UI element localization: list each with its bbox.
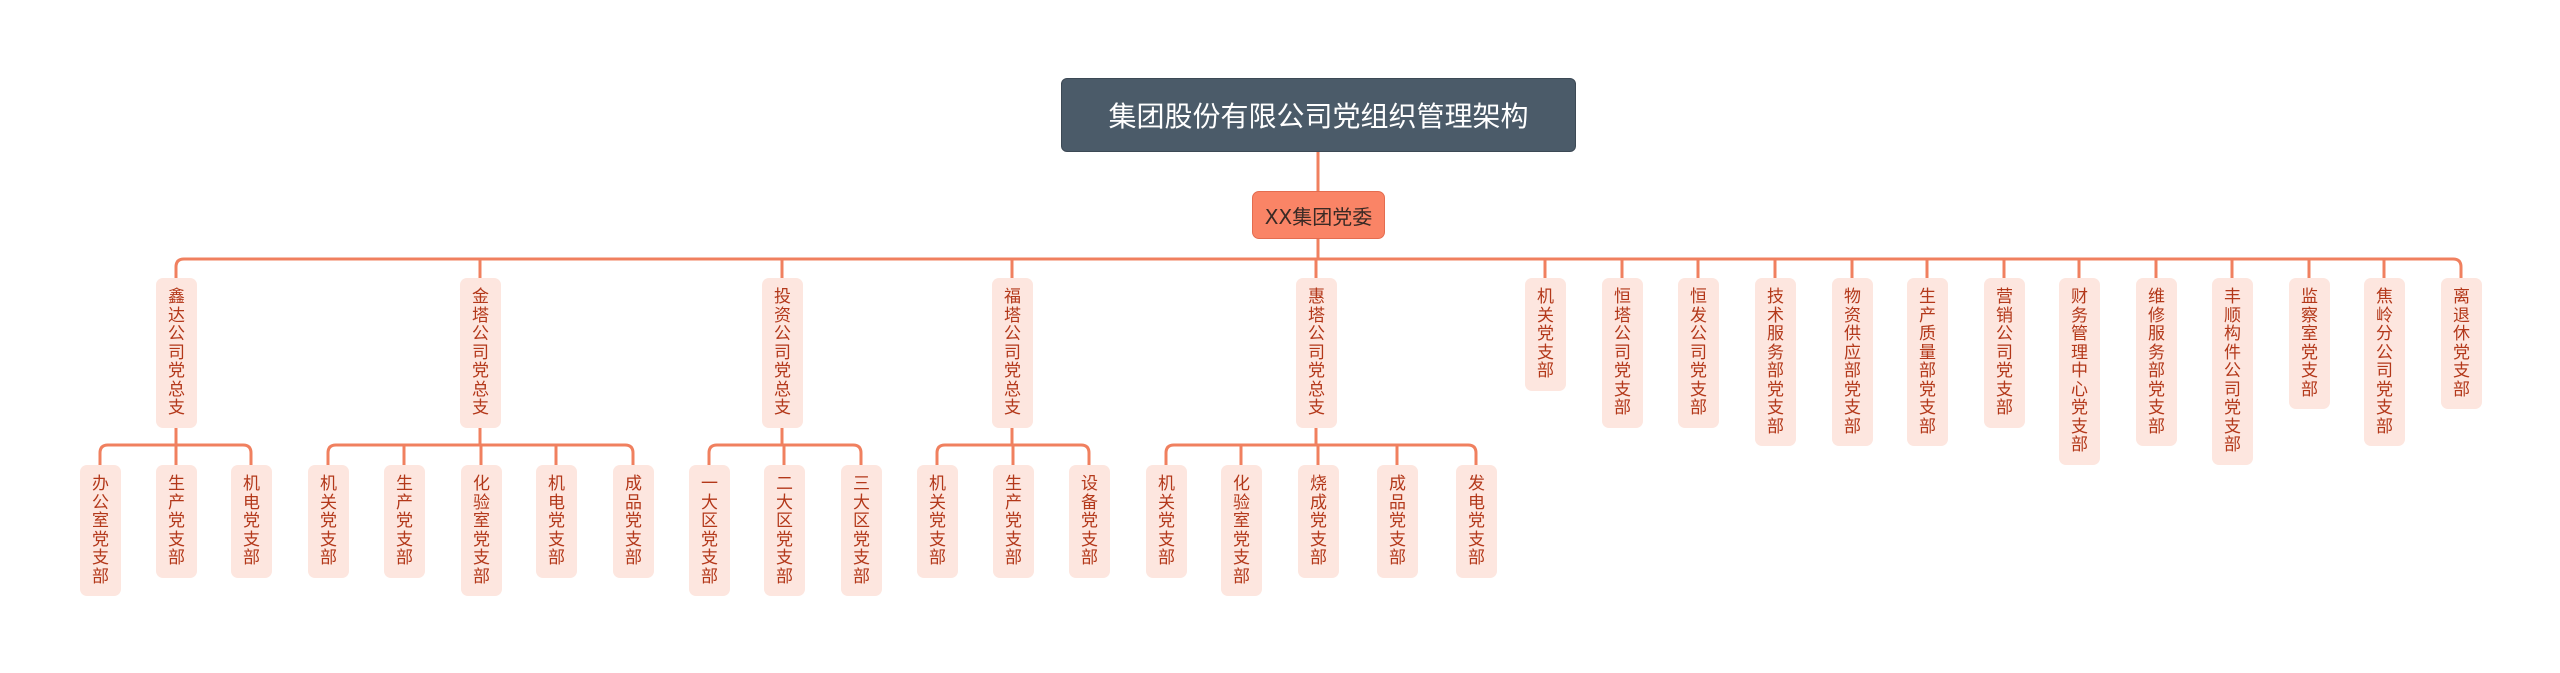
- level3-bus: [1164, 443, 1478, 465]
- branch-node[interactable]: 焦岭分公司党支部: [2364, 278, 2405, 446]
- branch-node[interactable]: 福塔公司党总支: [992, 278, 1033, 428]
- sub-branch-node[interactable]: 成品党支部: [1377, 465, 1418, 578]
- sub-branch-node[interactable]: 一大区党支部: [689, 465, 730, 596]
- sub-branch-node[interactable]: 三大区党支部: [841, 465, 882, 596]
- branch-node[interactable]: 监察室党支部: [2289, 278, 2330, 409]
- sub-branch-node-label: 化验室党支部: [473, 474, 490, 587]
- branch-node-label: 丰顺构件公司党支部: [2224, 287, 2241, 455]
- sub-branch-node-label: 生产党支部: [1005, 474, 1022, 568]
- branch-node-label: 金塔公司党总支: [472, 287, 489, 418]
- branch-node[interactable]: 鑫达公司党总支: [156, 278, 197, 428]
- sub-branch-node[interactable]: 生产党支部: [993, 465, 1034, 578]
- branch-node-label: 投资公司党总支: [774, 287, 791, 418]
- branch-node[interactable]: 丰顺构件公司党支部: [2212, 278, 2253, 465]
- sub-branch-node-label: 办公室党支部: [92, 474, 109, 587]
- branch-node[interactable]: 物资供应部党支部: [1832, 278, 1873, 446]
- branch-node[interactable]: 机关党支部: [1525, 278, 1566, 391]
- branch-node-label: 离退休党支部: [2453, 287, 2470, 400]
- branch-node-label: 恒发公司党支部: [1690, 287, 1707, 418]
- branch-node[interactable]: 恒发公司党支部: [1678, 278, 1719, 428]
- branch-node-label: 财务管理中心党支部: [2071, 287, 2088, 455]
- sub-branch-node[interactable]: 办公室党支部: [80, 465, 121, 596]
- branch-node[interactable]: 投资公司党总支: [762, 278, 803, 428]
- branch-node-label: 机关党支部: [1537, 287, 1554, 381]
- sub-branch-node-label: 机电党支部: [243, 474, 260, 568]
- sub-branch-node-label: 机关党支部: [929, 474, 946, 568]
- sub-branch-node[interactable]: 发电党支部: [1456, 465, 1497, 578]
- sub-branch-node-label: 三大区党支部: [853, 474, 870, 587]
- sub-branch-node-label: 生产党支部: [396, 474, 413, 568]
- sub-branch-node-label: 生产党支部: [168, 474, 185, 568]
- sub-branch-node-label: 设备党支部: [1081, 474, 1098, 568]
- sub-branch-node-label: 机关党支部: [320, 474, 337, 568]
- level2-bus: [174, 257, 2463, 278]
- branch-node[interactable]: 生产质量部党支部: [1907, 278, 1948, 446]
- branch-node[interactable]: 恒塔公司党支部: [1602, 278, 1643, 428]
- sub-branch-node[interactable]: 化验室党支部: [1221, 465, 1262, 596]
- branch-node[interactable]: 营销公司党支部: [1984, 278, 2025, 428]
- sub-branch-node[interactable]: 生产党支部: [156, 465, 197, 578]
- sub-branch-node-label: 二大区党支部: [776, 474, 793, 587]
- branch-node-label: 鑫达公司党总支: [168, 287, 185, 418]
- sub-branch-node-label: 化验室党支部: [1233, 474, 1250, 587]
- branch-node-label: 恒塔公司党支部: [1614, 287, 1631, 418]
- branch-node[interactable]: 惠塔公司党总支: [1296, 278, 1337, 428]
- branch-node-label: 监察室党支部: [2301, 287, 2318, 400]
- sub-branch-node-label: 机电党支部: [548, 474, 565, 568]
- sub-branch-node-label: 机关党支部: [1158, 474, 1175, 568]
- sub-branch-node[interactable]: 设备党支部: [1069, 465, 1110, 578]
- branch-node[interactable]: 离退休党支部: [2441, 278, 2482, 409]
- branch-node-label: 生产质量部党支部: [1919, 287, 1936, 437]
- branch-node[interactable]: 金塔公司党总支: [460, 278, 501, 428]
- branch-node[interactable]: 财务管理中心党支部: [2059, 278, 2100, 465]
- sub-branch-node-label: 发电党支部: [1468, 474, 1485, 568]
- root-node[interactable]: XX集团党委: [1252, 191, 1385, 239]
- sub-branch-node[interactable]: 生产党支部: [384, 465, 425, 578]
- sub-branch-node[interactable]: 二大区党支部: [764, 465, 805, 596]
- sub-branch-node[interactable]: 机关党支部: [308, 465, 349, 578]
- sub-branch-node-label: 成品党支部: [1389, 474, 1406, 568]
- branch-node-label: 营销公司党支部: [1996, 287, 2013, 418]
- sub-branch-node-label: 一大区党支部: [701, 474, 718, 587]
- sub-branch-node[interactable]: 机关党支部: [917, 465, 958, 578]
- branch-node[interactable]: 技术服务部党支部: [1755, 278, 1796, 446]
- branch-node-label: 物资供应部党支部: [1844, 287, 1861, 437]
- sub-branch-node[interactable]: 化验室党支部: [461, 465, 502, 596]
- branch-node-label: 惠塔公司党总支: [1308, 287, 1325, 418]
- sub-branch-node[interactable]: 成品党支部: [613, 465, 654, 578]
- branch-node-label: 技术服务部党支部: [1767, 287, 1784, 437]
- branch-node[interactable]: 维修服务部党支部: [2136, 278, 2177, 446]
- branch-node-label: 福塔公司党总支: [1004, 287, 1021, 418]
- sub-branch-node[interactable]: 机电党支部: [231, 465, 272, 578]
- sub-branch-node[interactable]: 机关党支部: [1146, 465, 1187, 578]
- branch-node-label: 维修服务部党支部: [2148, 287, 2165, 437]
- sub-branch-node-label: 成品党支部: [625, 474, 642, 568]
- branch-node-label: 焦岭分公司党支部: [2376, 287, 2393, 437]
- sub-branch-node[interactable]: 机电党支部: [536, 465, 577, 578]
- chart-title-node[interactable]: 集团股份有限公司党组织管理架构: [1061, 78, 1576, 152]
- sub-branch-node-label: 烧成党支部: [1310, 474, 1327, 568]
- sub-branch-node[interactable]: 烧成党支部: [1298, 465, 1339, 578]
